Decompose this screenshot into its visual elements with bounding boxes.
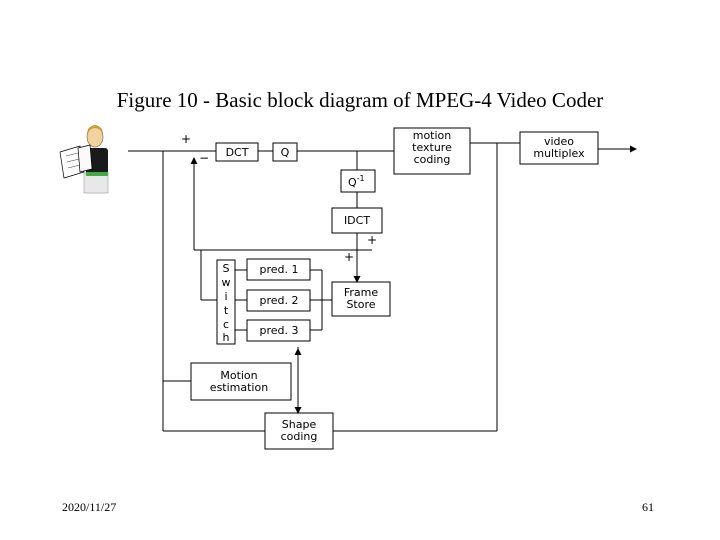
dct-block: [215, 142, 259, 162]
frame-store-label-2: Store: [346, 298, 375, 311]
switch-letter-i: i: [224, 290, 227, 303]
frame-store-label-1: Frame: [344, 286, 379, 299]
idct-label: IDCT: [344, 214, 370, 227]
slide-title: Figure 10 - Basic block diagram of MPEG-…: [116, 88, 604, 112]
pred3-label: pred. 3: [259, 324, 298, 337]
video-multiplex-label-2: multiplex: [533, 147, 585, 160]
switch-letter-c: c: [223, 318, 229, 331]
motion-texture-label-1: motion: [413, 129, 452, 142]
motion-texture-label-2: texture: [412, 141, 452, 154]
plus-sign-idct: +: [367, 233, 377, 247]
switch-letter-w: w: [222, 276, 231, 289]
video-multiplex-label-1: video: [544, 135, 574, 148]
video-multiplex-block: [519, 131, 599, 165]
q-label: Q: [281, 146, 290, 159]
pred1-label: pred. 1: [259, 263, 298, 276]
pred2-label: pred. 2: [259, 294, 298, 307]
switch-letter-h: h: [223, 331, 230, 344]
dct-label: DCT: [226, 146, 249, 159]
motion-estimation-label-1: Motion: [220, 369, 257, 382]
plus-sign-input: +: [181, 132, 191, 146]
footer-date: 2020/11/27: [62, 500, 117, 514]
minus-sign-feedback: −: [199, 151, 209, 165]
motion-texture-label-3: coding: [414, 153, 451, 166]
footer-page-number: 61: [642, 500, 654, 514]
shape-coding-label-1: Shape: [282, 418, 317, 431]
q-inverse-label: Q-1: [348, 174, 365, 189]
frame-store-block: [331, 281, 391, 317]
switch-letter-s: S: [223, 262, 230, 275]
q-inverse-block: [340, 169, 376, 193]
plus-sign-pred: +: [344, 250, 354, 264]
motion-estimation-label-2: estimation: [210, 381, 268, 394]
motion-texture-coding-block: [393, 127, 471, 175]
q-block: [272, 142, 298, 162]
shape-coding-label-2: coding: [281, 430, 318, 443]
presenter-clipart-icon: [59, 125, 109, 194]
switch-letter-t: t: [224, 304, 229, 317]
switch-block: [216, 259, 236, 345]
